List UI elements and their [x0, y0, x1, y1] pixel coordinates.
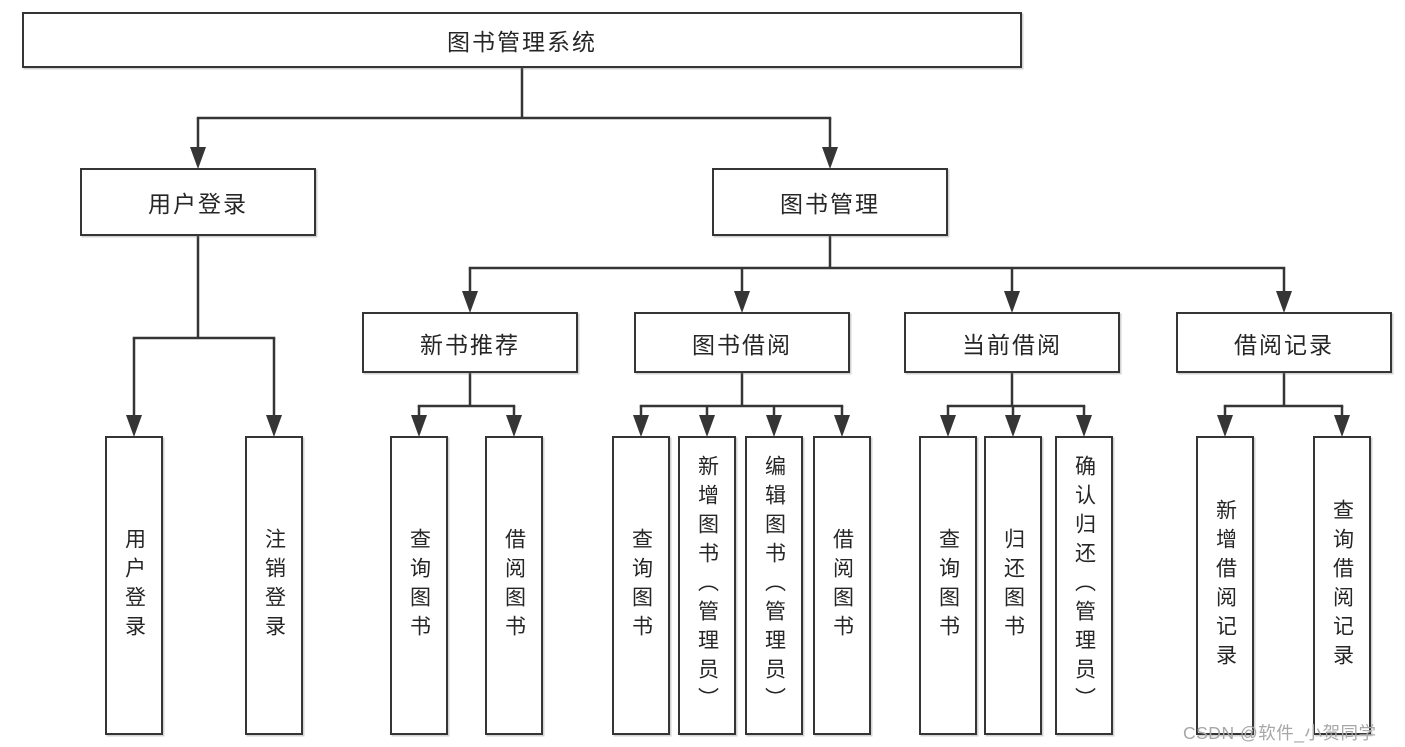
- leaf-user-login: 用户登录: [105, 436, 163, 735]
- leaf-borrow-edit-book-label: 编辑图书（管理员）: [762, 455, 786, 716]
- connector-level3-to-leaves: [417, 373, 1344, 417]
- leaf-borrow-query-book-label: 查询图书: [629, 527, 653, 644]
- leaf-record-add-label: 新增借阅记录: [1213, 498, 1237, 673]
- node-root-label: 图书管理系统: [447, 29, 597, 55]
- connector-user-login-subtree: [132, 236, 276, 417]
- node-root: 图书管理系统: [22, 12, 1022, 68]
- arrowheads-user-login-leaves: [126, 415, 282, 437]
- node-new-book-recommend: 新书推荐: [362, 312, 578, 373]
- leaf-record-add: 新增借阅记录: [1196, 436, 1254, 735]
- leaf-current-confirm-return: 确认归还（管理员）: [1055, 436, 1113, 735]
- node-current-borrow: 当前借阅: [904, 312, 1120, 373]
- leaf-borrow-borrow-book-label: 借阅图书: [830, 527, 854, 644]
- leaf-current-return-book: 归还图书: [984, 436, 1042, 735]
- leaf-current-query-book: 查询图书: [919, 436, 977, 735]
- leaf-borrow-add-book-label: 新增图书（管理员）: [695, 455, 719, 716]
- node-borrow-record-label: 借阅记录: [1234, 331, 1334, 358]
- node-user-login-label: 用户登录: [148, 191, 248, 217]
- node-user-login: 用户登录: [80, 168, 316, 236]
- node-book-management: 图书管理: [712, 168, 948, 236]
- leaf-current-return-book-label: 归还图书: [1001, 527, 1025, 644]
- leaf-record-query: 查询借阅记录: [1313, 436, 1371, 735]
- leaf-logout-label: 注销登录: [262, 527, 286, 644]
- arrowheads-level2: [190, 147, 838, 169]
- leaf-current-query-book-label: 查询图书: [936, 527, 960, 644]
- node-book-borrow-label: 图书借阅: [692, 331, 792, 358]
- arrowheads-level3: [462, 291, 1292, 313]
- node-current-borrow-label: 当前借阅: [962, 331, 1062, 358]
- connector-book-management-to-level3: [468, 236, 1286, 293]
- node-borrow-record: 借阅记录: [1176, 312, 1392, 373]
- leaf-borrow-query-book: 查询图书: [612, 436, 670, 735]
- csdn-watermark: CSDN @软件_小贺同学: [1183, 723, 1377, 743]
- leaf-recommend-query-book-label: 查询图书: [407, 527, 431, 644]
- node-book-borrow: 图书借阅: [634, 312, 850, 373]
- connector-root-to-level2: [196, 68, 832, 149]
- leaf-borrow-borrow-book: 借阅图书: [813, 436, 871, 735]
- leaf-logout: 注销登录: [245, 436, 303, 735]
- leaf-recommend-query-book: 查询图书: [390, 436, 448, 735]
- node-new-book-recommend-label: 新书推荐: [420, 331, 520, 358]
- leaf-borrow-edit-book: 编辑图书（管理员）: [745, 436, 803, 735]
- leaf-current-confirm-return-label: 确认归还（管理员）: [1072, 455, 1096, 716]
- node-book-management-label: 图书管理: [780, 191, 880, 217]
- leaf-borrow-add-book: 新增图书（管理员）: [678, 436, 736, 735]
- leaf-recommend-borrow-book: 借阅图书: [485, 436, 543, 735]
- leaf-user-login-label: 用户登录: [122, 527, 146, 644]
- leaf-record-query-label: 查询借阅记录: [1330, 498, 1354, 673]
- leaf-recommend-borrow-book-label: 借阅图书: [502, 527, 526, 644]
- arrowheads-leaves: [411, 415, 1350, 437]
